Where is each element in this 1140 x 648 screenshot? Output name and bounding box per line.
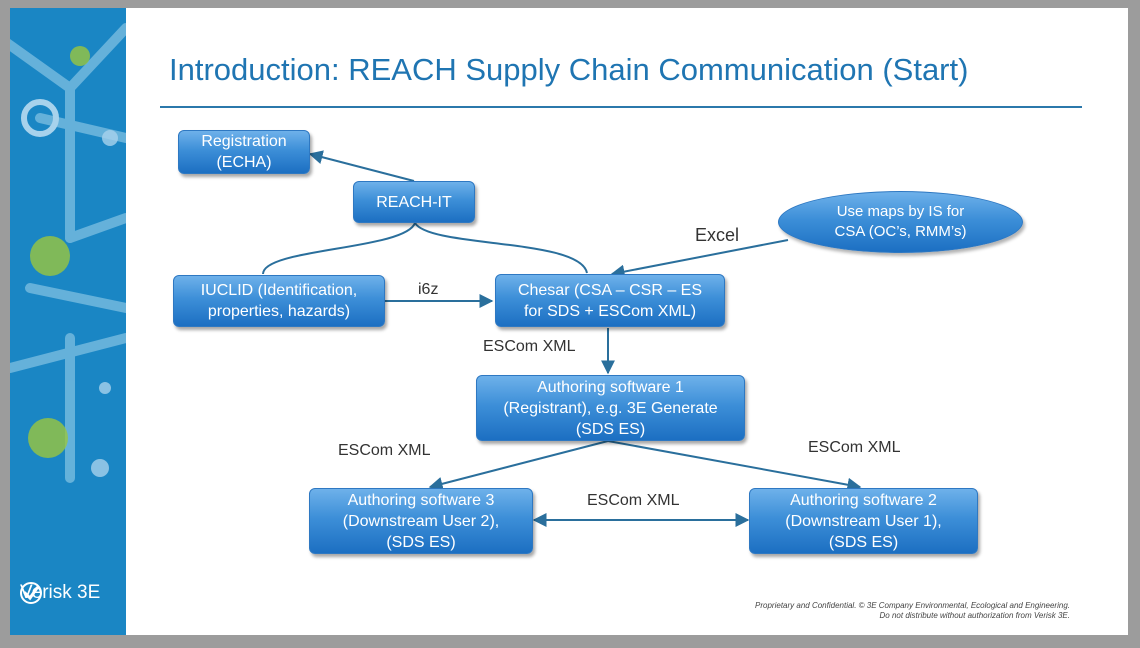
label-escom-auth1-auth2: ESCom XML — [808, 439, 901, 456]
node-authoring-3: Authoring software 3 (Downstream User 2)… — [309, 488, 533, 554]
slide-title: Introduction: REACH Supply Chain Communi… — [169, 52, 969, 87]
edge-reachit-registration — [308, 150, 415, 182]
label-escom-auth1-auth3: ESCom XML — [338, 442, 431, 459]
node-authoring-2: Authoring software 2 (Downstream User 1)… — [749, 488, 978, 554]
verisk-check-icon — [20, 582, 42, 604]
node-use-maps: Use maps by IS for CSA (OC’s, RMM’s) — [778, 191, 1023, 253]
brace-reachit-chesar — [414, 222, 588, 274]
edge-auth1-auth2 — [607, 440, 862, 492]
footer-disclaimer: Proprietary and Confidential. © 3E Compa… — [755, 601, 1070, 620]
molecule-pattern — [10, 23, 126, 483]
edge-usemaps-chesar — [610, 239, 789, 279]
label-escom-chesar-auth1: ESCom XML — [483, 338, 576, 355]
node-iuclid: IUCLID (Identification, properties, haza… — [173, 275, 385, 327]
node-reach-it: REACH-IT — [353, 181, 475, 223]
sidebar-decoration: Verisk 3E — [10, 8, 126, 635]
node-registration: Registration (ECHA) — [178, 130, 310, 174]
node-authoring-1: Authoring software 1 (Registrant), e.g. … — [476, 375, 745, 441]
edge-auth1-auth3 — [428, 440, 609, 491]
label-i6z: i6z — [418, 281, 439, 298]
label-excel: Excel — [695, 225, 740, 245]
title-divider — [160, 106, 1082, 108]
label-escom-auth3-auth2: ESCom XML — [587, 492, 680, 509]
brace-reachit-iuclid — [262, 222, 416, 275]
slide: Verisk 3E Introduction: REACH Supply Cha… — [10, 8, 1128, 635]
diagram-connectors — [262, 150, 862, 527]
node-chesar: Chesar (CSA – CSR – ES for SDS + ESCom X… — [495, 274, 725, 327]
verisk-logo: Verisk 3E — [20, 582, 100, 604]
